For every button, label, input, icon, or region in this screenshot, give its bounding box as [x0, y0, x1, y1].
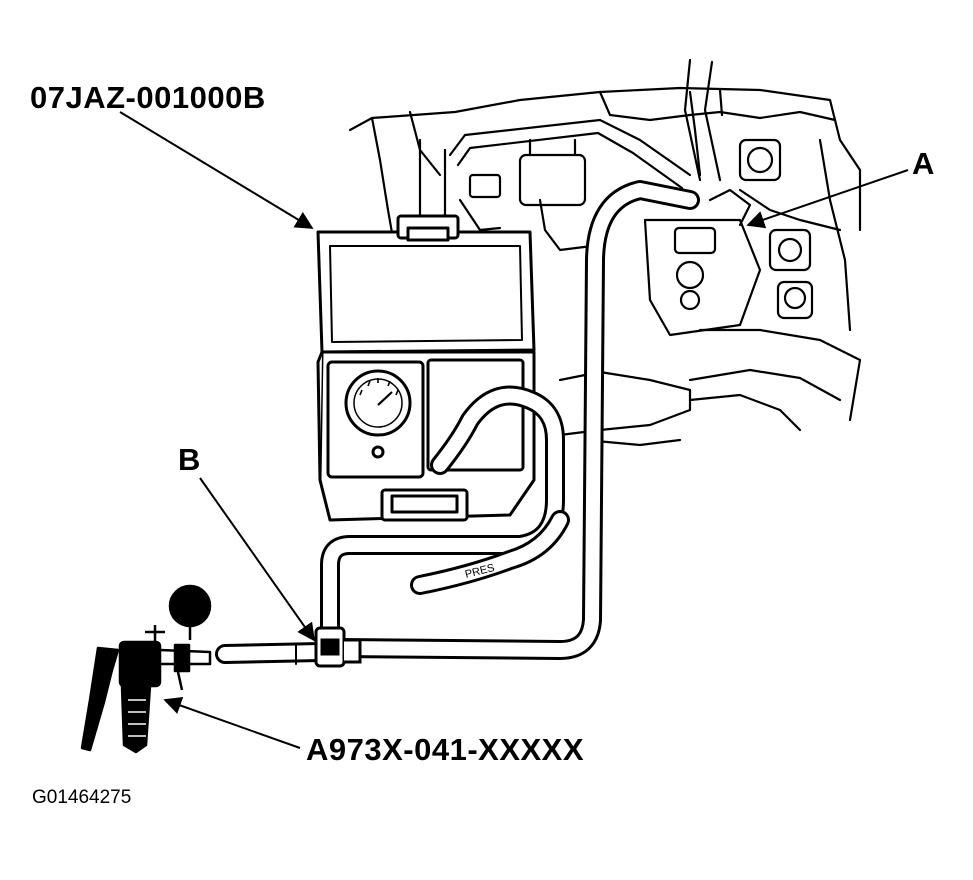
leader-pump: [163, 696, 301, 749]
leader-b: [199, 477, 316, 642]
pres-hose: [410, 510, 570, 595]
callout-a: A: [912, 146, 935, 181]
tester-gauge-dial: [344, 369, 412, 437]
leader-arrows: [119, 111, 909, 749]
tester-part-number: 07JAZ-001000B: [30, 80, 266, 115]
engine-bay-background: [348, 58, 862, 447]
vacuum-tester-case: [316, 214, 536, 522]
pump-part-number: A973X-041-XXXXX: [306, 732, 585, 767]
figure-id: G01464275: [32, 787, 132, 808]
leader-a: [746, 169, 909, 229]
hand-vacuum-pump: [80, 584, 212, 754]
leader-tester: [119, 111, 314, 229]
tester-outlet-hose: [320, 385, 565, 640]
t-joint-fitting: [314, 626, 362, 668]
main-vacuum-hose: [330, 180, 700, 660]
callout-b: B: [178, 442, 201, 477]
pump-hose: [215, 642, 330, 665]
